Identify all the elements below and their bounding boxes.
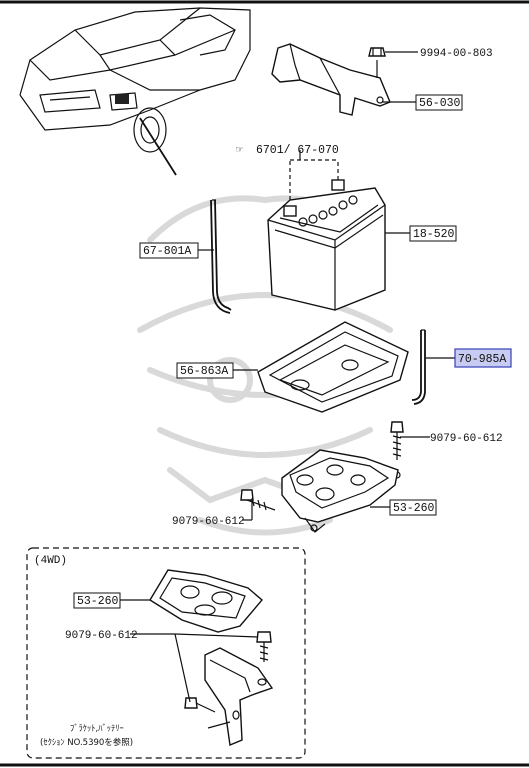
label-box-53-260-main	[389, 499, 437, 516]
label-18-520: 18-520	[413, 228, 455, 241]
label-9994-00-803: 9994-00-803	[420, 48, 493, 60]
fourwd-battery-bracket-support	[184, 631, 274, 746]
car-illustration	[19, 7, 251, 176]
battery	[267, 150, 386, 311]
label-56-030: 56-030	[419, 97, 461, 110]
label-9079-4wd: 9079-60-612	[65, 630, 138, 642]
label-box-56-863a	[176, 362, 234, 379]
bolt-left	[240, 489, 276, 511]
hold-down-rod-left	[210, 199, 232, 314]
label-box-70-985a	[454, 348, 512, 368]
battery-hold-bracket	[271, 43, 391, 116]
leader-lines	[120, 51, 455, 729]
label-56-863a: 56-863A	[180, 365, 228, 378]
label-9079-right: 9079-60-612	[430, 433, 503, 445]
label-box-53-260-4wd	[73, 592, 121, 609]
label-box-18-520	[409, 225, 457, 242]
label-box-56-030	[415, 94, 463, 111]
fourwd-note-line1: ﾌﾞﾗｹｯﾄ,ﾊﾞｯﾃﾘｰ	[70, 724, 124, 734]
watermark-logo	[137, 195, 393, 536]
fourwd-note-line2: (ｾｸｼｮﾝ NO.5390を参照)	[40, 737, 133, 748]
hold-down-rod-right	[411, 329, 426, 405]
label-67-801a: 67-801A	[143, 245, 191, 258]
battery-tray	[257, 321, 409, 413]
label-6701: 6701/ 67-070	[256, 144, 339, 157]
label-53-260-4wd: 53-260	[77, 595, 119, 608]
label-53-260-main: 53-260	[393, 502, 435, 515]
fourwd-title: (4WD)	[34, 555, 67, 567]
label-9079-left: 9079-60-612	[172, 516, 245, 528]
label-box-67-801a	[139, 242, 199, 259]
battery-bracket-4wd	[149, 569, 263, 633]
battery-location-marker	[115, 94, 129, 104]
label-70-985a: 70-985A	[458, 353, 506, 366]
note-6701-symbol: ☞	[236, 144, 243, 157]
fourwd-section-box	[26, 547, 306, 759]
bolt-right	[390, 421, 404, 479]
battery-bracket-main	[281, 449, 399, 533]
